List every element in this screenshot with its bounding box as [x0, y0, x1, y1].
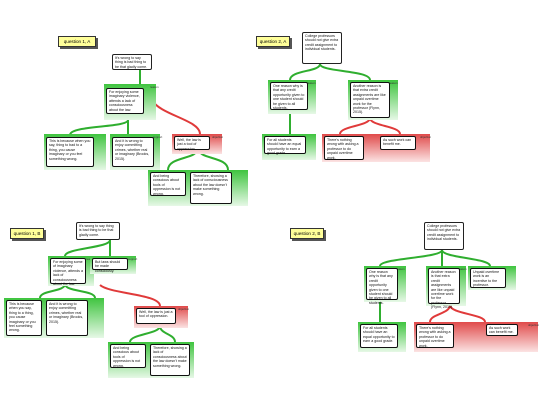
- premise-node[interactable]: This is because when you say, thing to a…: [6, 300, 42, 336]
- question-label: question 2, A: [256, 36, 290, 47]
- node-type-tag: support: [128, 257, 138, 261]
- premise-node[interactable]: And it is wrong to enjoy committing crim…: [112, 137, 154, 167]
- claim-node[interactable]: It's wrong to say thing is bad thing to …: [76, 222, 120, 240]
- premise-node[interactable]: Therefore, showing a lack of consciousne…: [150, 344, 190, 376]
- claim-node[interactable]: It's wrong to say thing is bad thing to …: [112, 54, 152, 70]
- premise-node[interactable]: For all students should have an equal op…: [264, 136, 306, 155]
- premise-node[interactable]: Therefore, showing a lack of consciousne…: [190, 172, 232, 204]
- objection-node[interactable]: There's nothing wrong with asking a prof…: [416, 324, 454, 348]
- reason-node[interactable]: Unpaid overtime work is an incentive to …: [470, 268, 506, 288]
- claim-node[interactable]: College professors should not give extra…: [424, 222, 464, 250]
- node-type-tag: objection: [178, 307, 190, 311]
- node-type-tag: support: [153, 135, 163, 139]
- support-node[interactable]: But laws should be made consciously.: [92, 258, 128, 273]
- reason-node[interactable]: One reason why is that any credit opport…: [366, 268, 398, 305]
- reason-node[interactable]: For enjoying some of imaginary violence,…: [50, 258, 86, 286]
- reason-node[interactable]: Another reason is that extra credit assi…: [428, 268, 460, 309]
- question-label: question 2, B: [290, 228, 324, 239]
- node-type-tag: reason: [458, 267, 467, 271]
- premise-node[interactable]: And it is wrong to enjoy committing crim…: [46, 300, 88, 336]
- premise-node[interactable]: And being conscious about tools of oppre…: [110, 344, 146, 368]
- reason-node[interactable]: One reason why is that any credit opport…: [270, 82, 308, 110]
- objection-node[interactable]: Well, the law is just a tool of oppressi…: [174, 136, 210, 151]
- question-label: question 1, A: [58, 36, 96, 47]
- node-type-tag: objection: [212, 135, 224, 139]
- objection-node[interactable]: As such work can benefit me.: [486, 324, 518, 336]
- objection-node[interactable]: There's nothing wrong with asking a prof…: [324, 136, 364, 160]
- objection-node[interactable]: As such work can benefit me.: [380, 136, 416, 150]
- objection-node[interactable]: Well, the law is just a tool of oppressi…: [136, 308, 176, 324]
- node-type-tag: objection: [528, 323, 540, 327]
- premise-node[interactable]: And being conscious about tools of oppre…: [150, 172, 186, 196]
- node-type-tag: reason: [150, 85, 159, 89]
- node-type-tag: reason: [389, 81, 398, 85]
- node-type-tag: reason: [396, 267, 405, 271]
- claim-node[interactable]: College professors should not give extra…: [302, 32, 342, 64]
- node-type-tag: reason: [307, 81, 316, 85]
- premise-node[interactable]: For all students should have an equal op…: [360, 324, 398, 348]
- question-label: question 1, B: [10, 228, 44, 239]
- reason-node[interactable]: Another reason is that extra credit assi…: [350, 82, 390, 118]
- reason-node[interactable]: For enjoying some imaginary violence, at…: [106, 88, 144, 114]
- premise-node[interactable]: This is because when you say, thing to b…: [46, 137, 94, 167]
- node-type-tag: objection: [420, 135, 432, 139]
